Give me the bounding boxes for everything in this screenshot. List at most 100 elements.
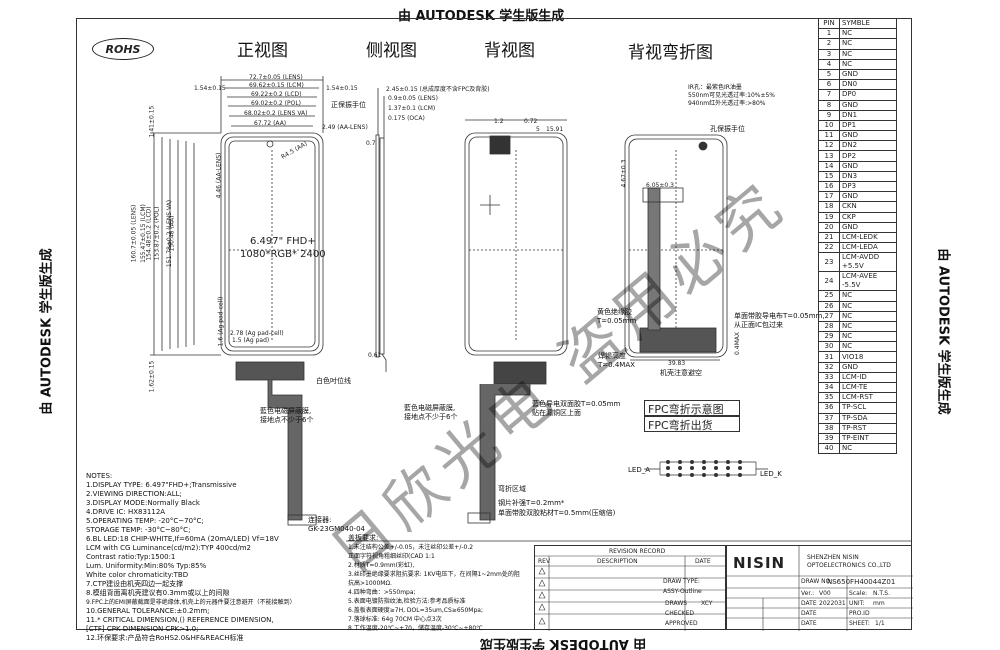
front-copper-label: 藍色电磁屏蔽膜, 接地点不少于6个 (260, 407, 314, 424)
pin-number: 19 (818, 211, 840, 223)
front-connector-label: 连接器: GK-23GM040-04 (308, 516, 365, 533)
sheet-label: SHEET: (849, 620, 870, 627)
pin-number: 9 (818, 109, 840, 121)
bend-dim-b: 4.67±0.3 (620, 159, 628, 188)
bend-dim-d: 0.4MAX (733, 332, 741, 355)
cover-line: 3.丝印墨绝缘要求阻抗要求: 1KV电压下，在间隔1~2mm处的阻 (348, 571, 520, 578)
view-title-back-bend: 背视弯折图 (628, 43, 713, 63)
draws-value: XCY (701, 600, 713, 607)
side-dim-oca: 0.175 (OCA) (388, 115, 425, 122)
back-dim-c: 5 (536, 126, 540, 133)
pin-symbol: NC (839, 443, 897, 455)
pin-symbol: NC (839, 331, 897, 343)
pin-symbol: GND (839, 361, 897, 373)
rev-col-rev: REV (538, 558, 551, 565)
pin-symbol: CKN (839, 201, 897, 213)
bend-box-shipment: FPC弯折出货 (644, 416, 740, 432)
draws-label: DRAWS (665, 600, 688, 607)
revision-record-title: REVISION RECORD (609, 548, 666, 555)
pin-number: 22 (818, 242, 840, 254)
pin-number: 35 (818, 392, 840, 404)
pin-number: 36 (818, 402, 840, 414)
front-foam-label: 正保振手位 (331, 101, 366, 109)
pin-symbol: TP-SCL (839, 402, 897, 414)
bend-dim-c: 39.83 (668, 360, 686, 367)
bend-insulate-label: 黄色绝缘胶 T=0.05mm (597, 308, 637, 325)
pin-symbol: NC (839, 58, 897, 70)
title-block: NISIN SHENZHEN NISIN OPTOELECTRONICS CO.… (663, 545, 913, 631)
pin-number: 29 (818, 331, 840, 343)
pin-symbol: GND (839, 68, 897, 81)
ver-value: V00 (819, 590, 831, 597)
draw-no-value: NS650FH40044Z01 (827, 578, 896, 586)
draw-no-label: DRAW NO.: (801, 578, 835, 585)
back-bend-area-label: 弯折区域 (498, 485, 526, 493)
note-line: Lum. Uniformity:Min:80% Typ:85% (86, 562, 207, 570)
pin-number: 37 (818, 412, 840, 424)
pin-number: 15 (818, 170, 840, 183)
cover-line: 抗高>1000MΩ. (348, 580, 392, 587)
notes-header: NOTES: (86, 472, 113, 480)
pin-symbol: LCM-LEDK (839, 231, 897, 244)
back-dim-a: 1.2 (494, 118, 504, 125)
pin-symbol: NC (839, 310, 897, 322)
pin-symbol: DN3 (839, 170, 897, 183)
pin-symbol: DN2 (839, 140, 897, 152)
note-line: 10.GENERAL TOLERANCE:±0.2mm; (86, 607, 210, 615)
note-line: 4.DRIVE IC: HX83112A (86, 508, 166, 516)
rev-col-description: DESCRIPTION (597, 558, 638, 565)
pin-number: 1 (818, 28, 840, 40)
pin-number: 8 (818, 99, 840, 111)
pin-symbol: TP-EINT (839, 432, 897, 445)
pin-number: 17 (818, 191, 840, 203)
led-k-label: LED_K (760, 470, 782, 478)
note-line: 5.OPERATING TEMP: -20°C~70°C; (86, 517, 204, 525)
note-line: [CTF] CPK DIMENSION CPK>1.0; (86, 625, 199, 633)
pin-header-num: PIN (818, 17, 840, 30)
led-a-label: LED_A (628, 466, 651, 474)
note-line: 9.FPC上的EMI屏蔽截面是非绝缘体,机壳上的元器件要注意避开（不能接触到） (86, 599, 296, 606)
pin-number: 32 (818, 361, 840, 373)
front-top-small: 1.41±0.15 (148, 105, 156, 138)
front-dim-lens: 72.7±0.05 (LENS) (249, 74, 303, 81)
revision-record-block: REVISION RECORD REV DESCRIPTION DATE (534, 545, 727, 631)
pin-number: 20 (818, 221, 840, 233)
date-label: DATE (801, 600, 817, 607)
approved-label: APPROVED (665, 620, 698, 627)
side-dim-lens: 0.9±0.05 (LENS) (388, 95, 438, 102)
front-dim-lcm: 69.62±0.15 (LCM) (249, 82, 304, 89)
date-label-2: DATE (801, 610, 817, 617)
back-dim-d: 15.91 (546, 126, 564, 133)
note-line: 11.* CRITICAL DIMENSION,() REFERENCE DIM… (86, 616, 274, 624)
pin-number: 30 (818, 341, 840, 353)
pin-symbol: NC (839, 320, 897, 333)
pin-symbol: NC (839, 290, 897, 302)
note-line: 1.DISPLAY TYPE: 6.497"FHD+;Transmissive (86, 481, 237, 489)
pin-number: 3 (818, 48, 840, 60)
cover-line: 正面字符视角粗细丝印(CAD 1:1 (348, 553, 435, 560)
side-small-top: 0.7 (366, 140, 376, 147)
note-line: 7.CTP建设由机壳四边一起支撑 (86, 580, 184, 588)
front-dim-lens-va: 68.02±0.2 (LENS VA) (244, 110, 308, 117)
front-ag-pad: 1.5 (Ag pad) (232, 337, 270, 344)
date-label-3: DATE (801, 620, 817, 627)
bend-ir-note: IR孔：最紫色IR油墨 550nm可见光透过率:10%±5% 940nm红外光透… (688, 84, 776, 107)
